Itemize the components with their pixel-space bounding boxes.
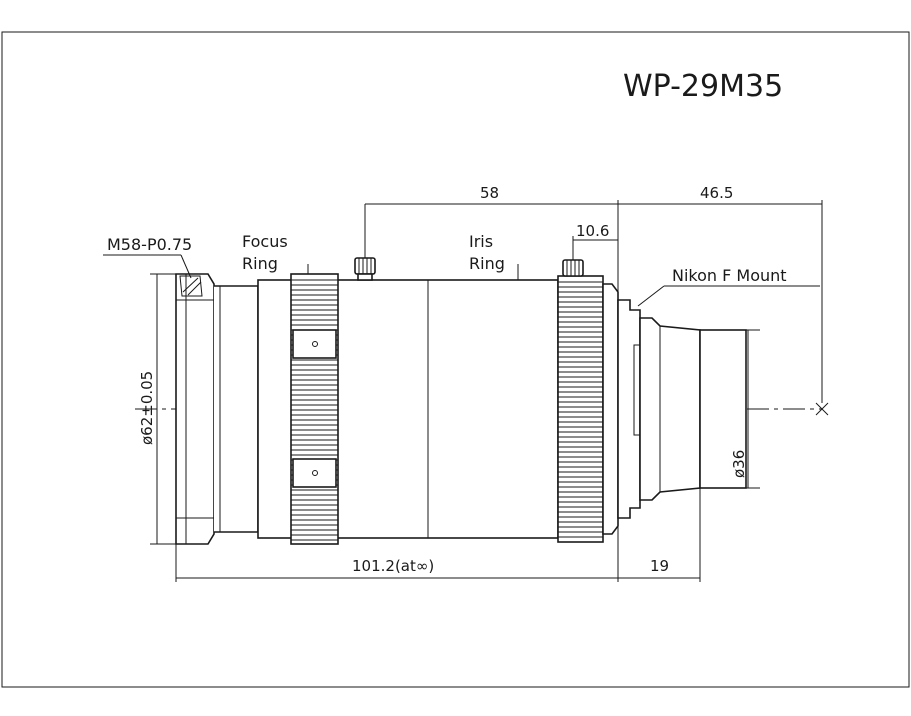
dim-19: 19 (650, 557, 669, 575)
iris-ring-label-2: Ring (469, 254, 505, 273)
focus-lock-hole (312, 341, 318, 347)
focus-lock-hole (312, 470, 318, 476)
iris-ring (557, 275, 604, 543)
focus-ring-label-1: Focus (242, 232, 288, 251)
dim-total-length: 101.2(at∞) (352, 557, 434, 575)
mount-label: Nikon F Mount (672, 266, 787, 285)
dimension-lines: 58 46.5 10.6 ø62±0.05 ø36 101.2(at∞) 19 (138, 184, 823, 582)
drawing-frame (1, 31, 910, 688)
rear-collar (602, 283, 619, 535)
nikon-mount-flange (617, 299, 641, 519)
thread-hatch (182, 277, 199, 293)
front-neck (214, 285, 259, 533)
focal-point-mark (815, 402, 829, 416)
iris-ring-knurl (558, 281, 603, 538)
dim-46-5: 46.5 (700, 184, 733, 202)
focus-lock-screw (354, 257, 376, 281)
front-flange (175, 273, 215, 545)
mount-bayonet (639, 317, 701, 501)
focus-lock-window (292, 458, 337, 488)
dim-10-6: 10.6 (576, 222, 609, 240)
dim-mount-diameter: ø36 (730, 450, 748, 478)
dim-58: 58 (480, 184, 499, 202)
focus-ring (290, 273, 339, 545)
dim-front-diameter: ø62±0.05 (138, 371, 156, 445)
callouts: M58-P0.75 Focus Ring Iris Ring Nikon F M… (103, 232, 820, 307)
focus-lock-window (292, 329, 337, 359)
focus-ring-label-2: Ring (242, 254, 278, 273)
thread-hatch (187, 281, 202, 296)
model-title: WP-29M35 (623, 69, 783, 104)
rear-tube (699, 329, 747, 489)
thread-label: M58-P0.75 (107, 235, 192, 254)
iris-lock-screw (562, 259, 584, 277)
iris-ring-label-1: Iris (469, 232, 493, 251)
thread-section (179, 275, 203, 297)
lens-body (175, 257, 747, 545)
